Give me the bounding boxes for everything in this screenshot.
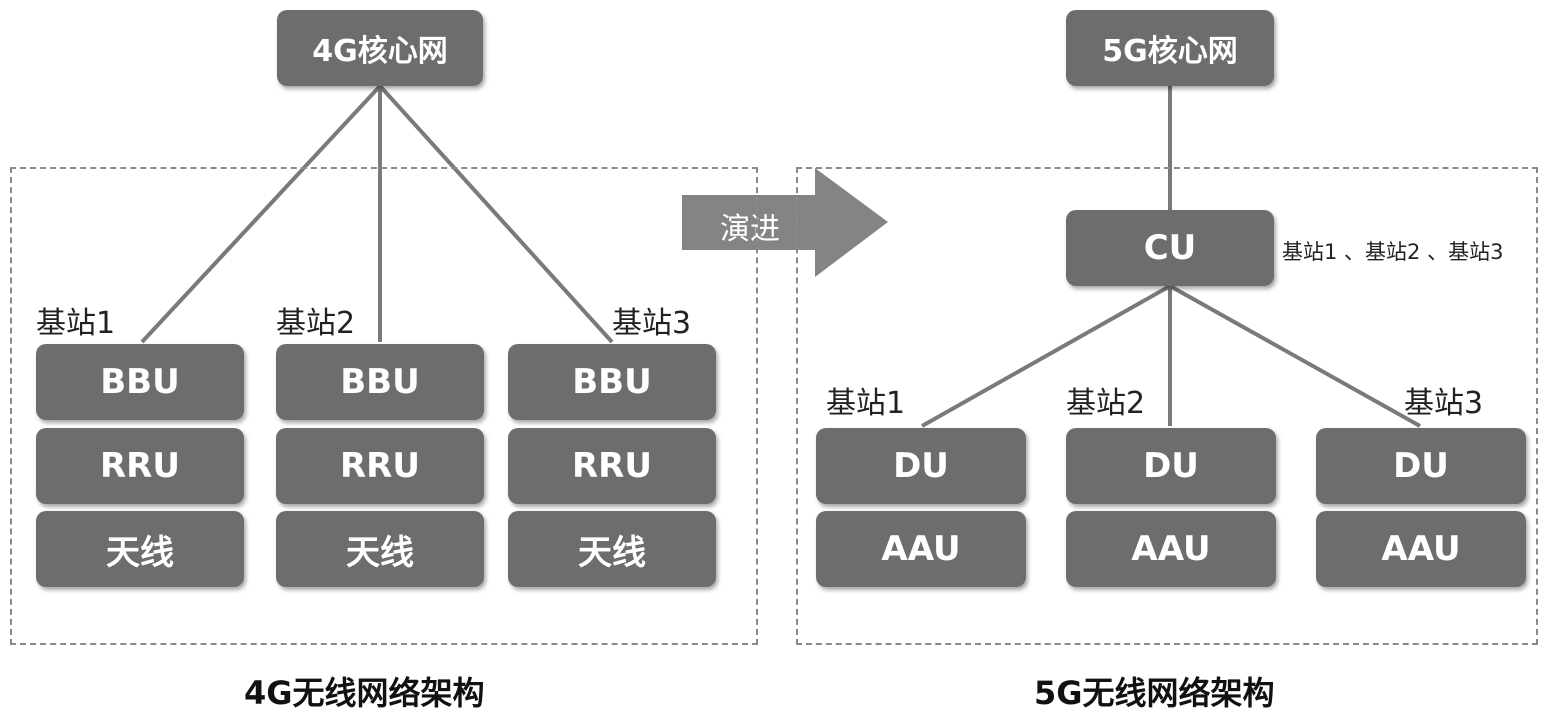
5g-station-1-aau: AAU bbox=[816, 511, 1026, 587]
5g-station-3-aau: AAU bbox=[1316, 511, 1526, 587]
4g-station-2-bbu: BBU bbox=[276, 344, 484, 420]
4g-station-2-rru: RRU bbox=[276, 428, 484, 504]
5g-radio-frame bbox=[796, 167, 1538, 645]
5g-station-2-label: 基站2 bbox=[1066, 386, 1146, 421]
4g-station-3-label: 基站3 bbox=[612, 306, 692, 341]
5g-caption: 5G无线网络架构 bbox=[1034, 674, 1275, 712]
4g-station-3-antenna: 天线 bbox=[508, 511, 716, 587]
4g-caption: 4G无线网络架构 bbox=[244, 674, 485, 712]
evolution-arrow-label: 演进 bbox=[720, 212, 780, 247]
5g-core-network: 5G核心网 bbox=[1066, 10, 1274, 86]
4g-core-network: 4G核心网 bbox=[277, 10, 483, 86]
link-cu-station1 bbox=[921, 284, 1171, 428]
4g-station-1-rru: RRU bbox=[36, 428, 244, 504]
5g-station-3-du: DU bbox=[1316, 428, 1526, 504]
5g-station-2-aau: AAU bbox=[1066, 511, 1276, 587]
cu-stations-note: 基站1 、基站2 、基站3 bbox=[1282, 240, 1504, 264]
5g-station-2-du: DU bbox=[1066, 428, 1276, 504]
4g-station-2-antenna: 天线 bbox=[276, 511, 484, 587]
5g-station-1-du: DU bbox=[816, 428, 1026, 504]
4g-station-3-rru: RRU bbox=[508, 428, 716, 504]
evolution-arrow bbox=[682, 168, 888, 277]
4g-station-1-antenna: 天线 bbox=[36, 511, 244, 587]
4g-radio-frame bbox=[10, 167, 758, 645]
4g-station-2-label: 基站2 bbox=[276, 306, 356, 341]
link-cu-station3 bbox=[1169, 284, 1421, 428]
5g-station-1-label: 基站1 bbox=[826, 386, 906, 421]
4g-station-3-bbu: BBU bbox=[508, 344, 716, 420]
4g-station-1-label: 基站1 bbox=[36, 306, 116, 341]
cu-box: CU bbox=[1066, 210, 1274, 286]
link-4g-core-station1 bbox=[140, 84, 382, 344]
link-4g-core-station3 bbox=[378, 84, 614, 344]
5g-station-3-label: 基站3 bbox=[1404, 386, 1484, 421]
4g-station-1-bbu: BBU bbox=[36, 344, 244, 420]
